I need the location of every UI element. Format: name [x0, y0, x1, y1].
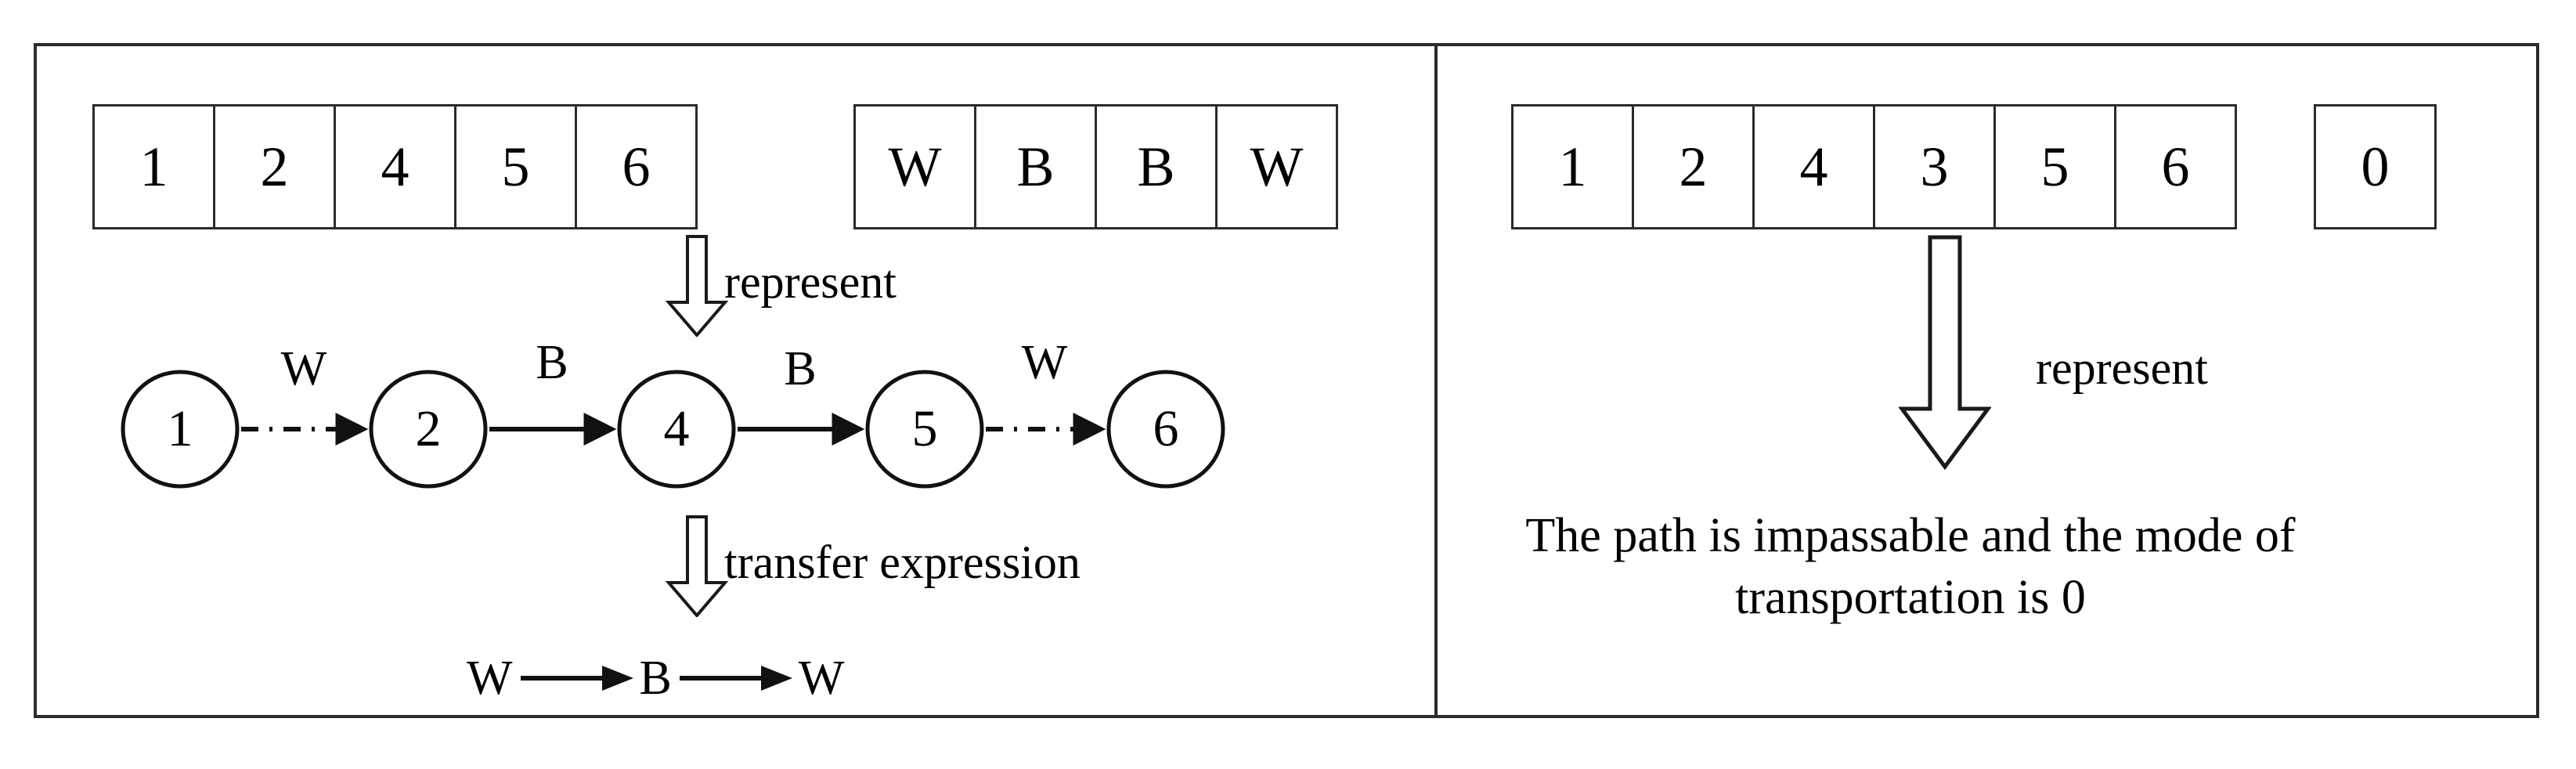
arrow-right-icon	[679, 666, 792, 691]
graph-edge-label: B	[536, 336, 568, 389]
right-mode-chromosome-array: 0	[2314, 104, 2437, 229]
array-cell: 6	[2114, 104, 2237, 229]
array-cell: 6	[575, 104, 698, 229]
represent-label-left: represent	[724, 256, 897, 308]
array-cell: 5	[454, 104, 577, 229]
graph-node-label: 2	[415, 400, 442, 457]
array-cell: W	[853, 104, 976, 229]
right-path-chromosome-array: 1 2 4 3 5 6	[1511, 104, 2237, 229]
left-mode-chromosome-array: W B B W	[853, 104, 1338, 229]
array-cell: 1	[92, 104, 215, 229]
transfer-expression-label: transfer expression	[724, 536, 1081, 588]
graph-edge-label: W	[280, 342, 327, 395]
array-cell: 2	[213, 104, 336, 229]
represent-label-right: represent	[2036, 342, 2208, 394]
array-cell: 4	[334, 104, 456, 229]
graph-node-label: 1	[167, 400, 193, 457]
array-cell: 1	[1511, 104, 1634, 229]
graph-node-label: 6	[1153, 400, 1179, 457]
transfer-expression-block-arrow-icon	[666, 515, 728, 617]
array-cell: 3	[1873, 104, 1996, 229]
represent-block-arrow-icon	[666, 235, 728, 337]
array-cell: 5	[1993, 104, 2116, 229]
graph-edge-label: B	[784, 342, 817, 395]
graph-edge-label: W	[1021, 336, 1068, 389]
array-cell: B	[974, 104, 1097, 229]
represent-block-arrow-icon	[1899, 235, 1991, 470]
array-cell: 2	[1632, 104, 1755, 229]
impassable-result-text: The path is impassable and the mode of t…	[1525, 509, 2296, 625]
transfer-term: B	[639, 652, 672, 705]
graph-node-label: 4	[663, 400, 690, 457]
array-cell: B	[1095, 104, 1218, 229]
panel-divider	[1434, 43, 1438, 718]
arrow-right-icon	[520, 666, 633, 691]
array-cell: W	[1215, 104, 1338, 229]
left-path-chromosome-array: 1 2 4 5 6	[92, 104, 698, 229]
transfer-term: W	[467, 652, 513, 705]
array-cell: 0	[2314, 104, 2437, 229]
transfer-term: W	[798, 652, 845, 705]
transfer-expression-sequence: W B W	[462, 654, 849, 702]
graph-node-label: 5	[911, 400, 938, 457]
array-cell: 4	[1752, 104, 1875, 229]
